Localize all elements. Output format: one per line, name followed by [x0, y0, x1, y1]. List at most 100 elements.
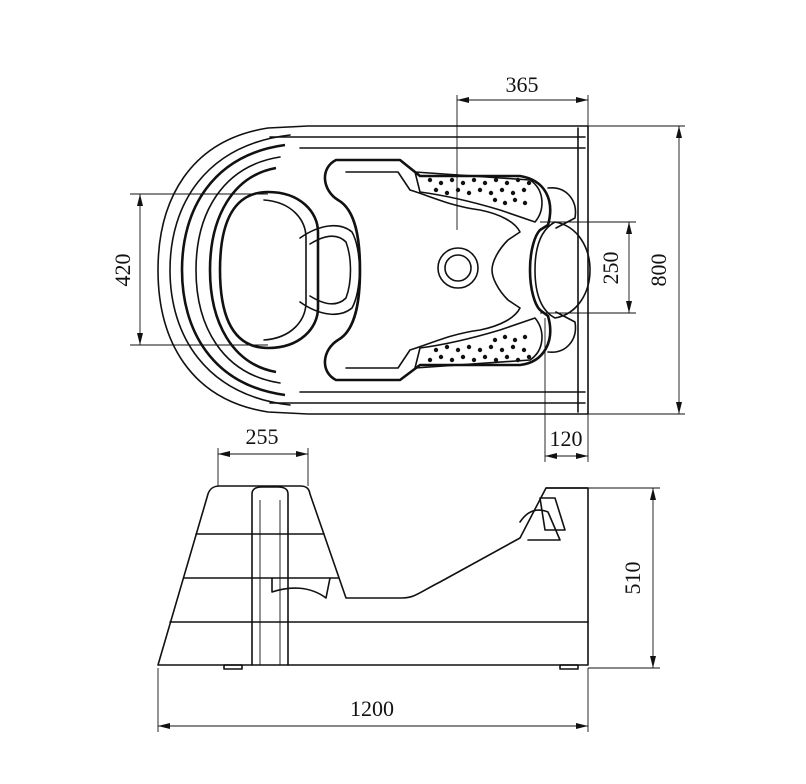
jet-dot: [427, 177, 433, 183]
jet-dot: [499, 347, 505, 353]
jet-dot: [488, 344, 494, 350]
jet-dot: [460, 180, 466, 186]
jet-dot: [477, 347, 483, 353]
plan-headrest: [534, 221, 591, 319]
jet-dot: [466, 190, 472, 196]
dim-120-label: 120: [550, 426, 583, 451]
jet-dot: [522, 334, 528, 340]
dim-255-arrow-r: [296, 451, 308, 457]
side-seat-notch: [271, 577, 331, 599]
plan-rim-ring-2: [180, 143, 286, 397]
dim-250-arrow-b: [626, 301, 632, 313]
jet-dot: [526, 354, 532, 360]
plan-rim-ring-1: [169, 134, 291, 406]
dim-420-arrow-b: [137, 333, 143, 345]
plan-foot-basin-inner: [345, 171, 521, 369]
dim-800-arrow-t: [676, 126, 682, 138]
plan-foot-basin: [323, 158, 552, 382]
jets-bottom-group: [427, 334, 532, 363]
jet-dot: [499, 187, 505, 193]
jet-dot: [502, 334, 508, 340]
jet-dot: [522, 200, 528, 206]
side-head-wedge: [539, 497, 566, 531]
jet-dot: [504, 180, 510, 186]
jet-dot: [521, 347, 527, 353]
dim-255-label: 255: [246, 424, 279, 449]
jet-dot: [510, 344, 516, 350]
plan-seat-lobe-2: [309, 235, 352, 305]
jet-dot: [433, 347, 439, 353]
dim-365-arrow-l: [457, 97, 469, 103]
jet-dot: [449, 357, 455, 363]
jet-dot: [504, 354, 510, 360]
jet-dot: [438, 180, 444, 186]
dim-255-arrow-l: [218, 451, 230, 457]
dim-365-label: 365: [506, 72, 539, 97]
jet-dot: [510, 190, 516, 196]
plan-drain-inner: [444, 254, 472, 282]
jet-dot: [492, 337, 498, 343]
jet-dot: [471, 357, 477, 363]
jet-dot: [477, 187, 483, 193]
jet-dot: [488, 190, 494, 196]
dim-800-arrow-b: [676, 402, 682, 414]
jet-dot: [521, 187, 527, 193]
dim-120-arrow-r: [576, 453, 588, 459]
jet-dot: [493, 177, 499, 183]
jet-dot: [515, 357, 521, 363]
jets-top-group: [427, 177, 532, 206]
jet-dot: [482, 354, 488, 360]
dim-365-arrow-r: [576, 97, 588, 103]
jet-dot: [515, 177, 521, 183]
side-view: [157, 485, 589, 670]
dim-1200-label: 1200: [350, 696, 394, 721]
plan-head-lobe-top: [547, 187, 577, 229]
dim-1200-arrow-r: [576, 723, 588, 729]
jet-dot: [433, 187, 439, 193]
jet-dot: [466, 344, 472, 350]
side-head-wedge-2: [519, 509, 561, 541]
jet-dot: [482, 180, 488, 186]
jet-dot: [526, 180, 532, 186]
plan-jet-pad-bottom: [414, 317, 543, 369]
jet-dot: [455, 347, 461, 353]
jet-dot: [444, 190, 450, 196]
dim-120-arrow-l: [545, 453, 557, 459]
jet-dot: [471, 177, 477, 183]
dim-510-arrow-b: [650, 656, 656, 668]
jet-dot: [427, 357, 433, 363]
side-center-column: [251, 486, 289, 666]
side-outer-outline: [157, 485, 589, 666]
side-dimensions: 255 510 1200: [157, 424, 660, 732]
side-foot-left: [223, 664, 243, 670]
jet-dot: [512, 197, 518, 203]
plan-rim-ring-3: [195, 156, 281, 384]
plan-view: [157, 125, 591, 415]
jet-dot: [512, 337, 518, 343]
jet-dot: [455, 187, 461, 193]
dim-1200-arrow-l: [158, 723, 170, 729]
plan-rim-ring-4: [208, 166, 277, 374]
plan-jet-pad-top: [414, 171, 543, 223]
jet-dot: [492, 197, 498, 203]
jet-dot: [502, 200, 508, 206]
plan-dimensions: 365 800 250 420 120: [110, 72, 685, 462]
jet-dot: [460, 354, 466, 360]
plan-seat-inner: [263, 199, 307, 341]
dim-250-label: 250: [598, 252, 623, 285]
jet-dot: [438, 354, 444, 360]
dim-800-label: 800: [646, 254, 671, 287]
plan-outer-outline: [157, 125, 589, 415]
dim-510-label: 510: [620, 562, 645, 595]
dim-250-arrow-t: [626, 222, 632, 234]
side-foot-right: [559, 664, 579, 670]
jet-dot: [493, 357, 499, 363]
jet-dot: [449, 177, 455, 183]
plan-seat-oval: [218, 190, 320, 350]
plan-drain-outer: [437, 247, 479, 289]
plan-head-lobe-bottom: [547, 311, 577, 353]
dim-420-arrow-t: [137, 194, 143, 206]
jet-dot: [444, 344, 450, 350]
dim-510-arrow-t: [650, 488, 656, 500]
